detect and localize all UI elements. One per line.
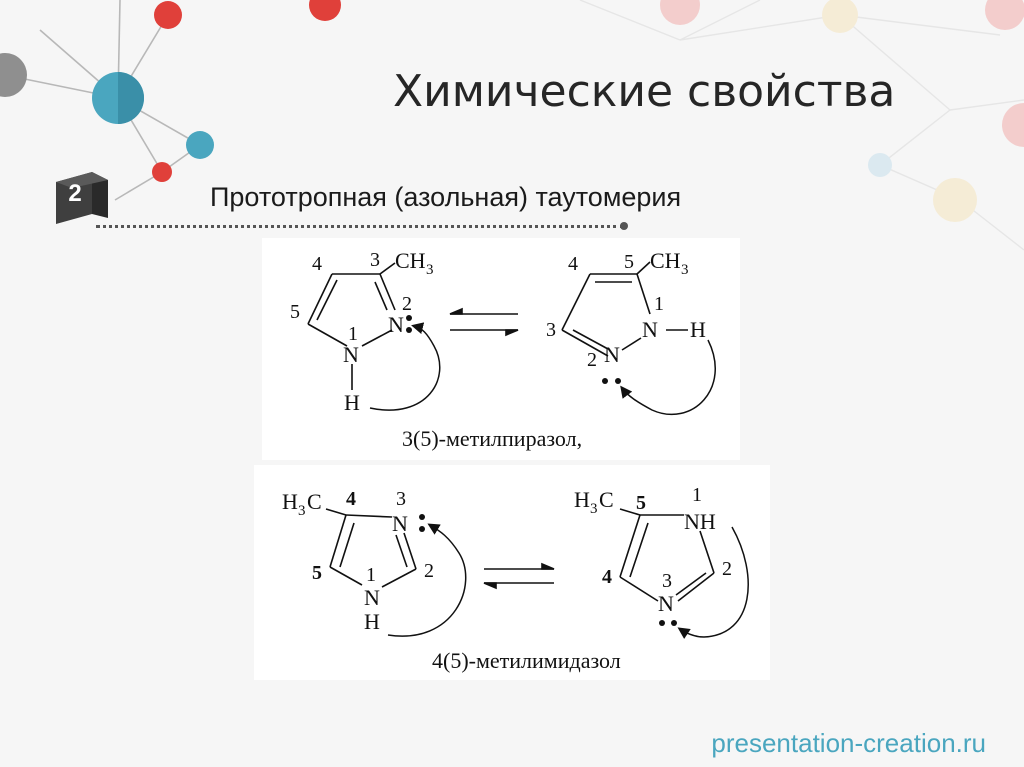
- pyrazole-left-h: H: [344, 390, 360, 415]
- pyrazole-right-pos5: 5: [624, 251, 634, 273]
- imidazole-left-bonds: [325, 508, 417, 588]
- proton-shift-arrow: [677, 526, 749, 639]
- imidazole-left-n1: N: [364, 585, 380, 610]
- pyrazole-left-n2: N: [388, 312, 404, 337]
- imidazole-right-pos4: 4: [602, 566, 612, 588]
- lone-pair-dot: [615, 378, 621, 384]
- pyrazole-right-h: H: [690, 317, 706, 342]
- imidazole-left-pos4: 4: [346, 488, 356, 510]
- slide-title: Химические свойства: [393, 66, 896, 117]
- footer-site-link[interactable]: presentation-creation.ru: [711, 728, 986, 758]
- lone-pair-dot: [419, 526, 425, 532]
- imidazole-left-pos3: 3: [396, 488, 406, 510]
- imidazole-right-h3c-c: C: [599, 487, 614, 512]
- imidazole-equilibrium-arrows: [483, 562, 555, 590]
- imidazole-right-bonds: [619, 508, 715, 602]
- proton-shift-arrow: [369, 322, 441, 411]
- slide-subtitle: Прототропная (азольная) таутомерия: [210, 182, 682, 212]
- imidazole-right-h3c-h: H: [574, 487, 590, 512]
- proton-shift-arrow: [620, 339, 716, 416]
- imidazole-caption: 4(5)-метилимидазол: [432, 648, 621, 673]
- imidazole-structures: H 3 C 4 3 N 5 2 1 N H H: [282, 484, 749, 639]
- imidazole-left-pos1: 1: [366, 564, 376, 586]
- pyrazole-right-pos4: 4: [568, 253, 578, 275]
- imidazole-left-h3c-sub: 3: [298, 503, 306, 519]
- lone-pair-dot: [419, 514, 425, 520]
- imidazole-left-h3c-c: C: [307, 489, 322, 514]
- proton-shift-arrow: [387, 523, 467, 637]
- imidazole-left-pos2: 2: [424, 560, 434, 582]
- pyrazole-left-ch3: CH: [395, 248, 426, 273]
- imidazole-left-pos5: 5: [312, 562, 322, 584]
- imidazole-tautomerism-panel: H 3 C 4 3 N 5 2 1 N H H: [254, 465, 770, 680]
- divider-end-dot: [620, 222, 628, 230]
- imidazole-right-h3c-sub: 3: [590, 501, 598, 517]
- section-number-badge-icon: [56, 172, 108, 224]
- imidazole-right-pos2: 2: [722, 558, 732, 580]
- pyrazole-right-bonds: [561, 261, 688, 357]
- pyrazole-left-pos3: 3: [370, 249, 380, 271]
- lone-pair-dot: [659, 620, 665, 626]
- lone-pair-dot: [671, 620, 677, 626]
- imidazole-right-pos3: 3: [662, 570, 672, 592]
- pyrazole-left-ch3-sub: 3: [426, 262, 434, 278]
- pyrazole-right-ch3-sub: 3: [681, 262, 689, 278]
- pyrazole-structures: 4 3 CH 3 5 2 N 1 N H 4: [290, 248, 716, 416]
- pyrazole-left-pos4: 4: [312, 253, 322, 275]
- pyrazole-right-pos2: 2: [587, 349, 597, 371]
- pyrazole-left-bonds: [307, 262, 396, 390]
- imidazole-right-pos5: 5: [636, 492, 646, 514]
- pyrazole-right-n2: N: [604, 342, 620, 367]
- imidazole-right-n3: N: [658, 591, 674, 616]
- pyrazole-right-pos3: 3: [546, 319, 556, 341]
- pyrazole-tautomerism-panel: 4 3 CH 3 5 2 N 1 N H 4: [262, 238, 740, 460]
- pyrazole-left-pos5: 5: [290, 301, 300, 323]
- pyrazole-right-n1: N: [642, 317, 658, 342]
- lone-pair-dot: [406, 327, 412, 333]
- pyrazole-left-pos2: 2: [402, 293, 412, 315]
- section-number: 2: [68, 180, 82, 207]
- pyrazole-left-pos1: 1: [348, 323, 358, 345]
- pyrazole-right-pos1: 1: [654, 293, 664, 315]
- imidazole-left-n3: N: [392, 511, 408, 536]
- imidazole-right-nh: NH: [684, 509, 716, 534]
- pyrazole-equilibrium-arrows: [449, 307, 519, 337]
- subtitle-dotted-divider: [96, 225, 624, 228]
- pyrazole-left-n1: N: [343, 342, 359, 367]
- pyrazole-caption: 3(5)-метилпиразол,: [402, 426, 583, 451]
- imidazole-left-h3c-h: H: [282, 489, 298, 514]
- pyrazole-right-ch3: CH: [650, 248, 681, 273]
- lone-pair-dot: [602, 378, 608, 384]
- imidazole-left-h: H: [364, 609, 380, 634]
- imidazole-right-pos1: 1: [692, 484, 702, 506]
- lone-pair-dot: [406, 315, 412, 321]
